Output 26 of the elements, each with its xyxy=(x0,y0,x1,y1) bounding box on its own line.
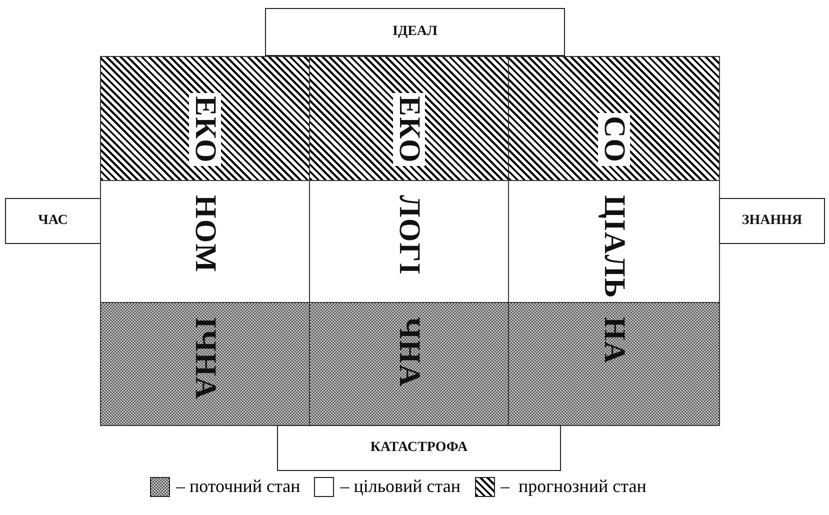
legend-text: – цільовий стан xyxy=(340,476,461,497)
shaded-cell xyxy=(100,302,310,426)
shaded-cell xyxy=(508,302,720,426)
cell-text: СО xyxy=(598,113,630,166)
legend-text: – поточний стан xyxy=(176,476,300,497)
cell-text: ЛОГІ xyxy=(394,195,424,276)
cell-text: ІЧНА xyxy=(190,317,220,400)
legend-text: – прогнозний стан xyxy=(500,476,646,497)
box-label: КАТАСТРОФА xyxy=(370,440,468,456)
cell-text: ЕКО xyxy=(393,92,425,166)
hatched-cell xyxy=(508,56,720,181)
cell-text: НА xyxy=(599,317,629,364)
hatched-cell xyxy=(309,56,509,181)
label-box xyxy=(277,425,561,471)
cell-text: НОМ xyxy=(190,195,220,273)
label-box xyxy=(265,8,565,56)
box-label: ІДЕАЛ xyxy=(392,24,438,40)
box-label: ЧАС xyxy=(38,213,68,229)
label-box xyxy=(5,198,101,244)
cell-text: ЧНА xyxy=(394,317,424,388)
box-label: ЗНАННЯ xyxy=(742,213,802,229)
cell-text: ЦІАЛЬ xyxy=(599,195,629,299)
label-box xyxy=(719,198,825,244)
cell-text: ЕКО xyxy=(189,92,221,166)
hatched-cell xyxy=(100,56,310,181)
shaded-cell xyxy=(309,302,509,426)
